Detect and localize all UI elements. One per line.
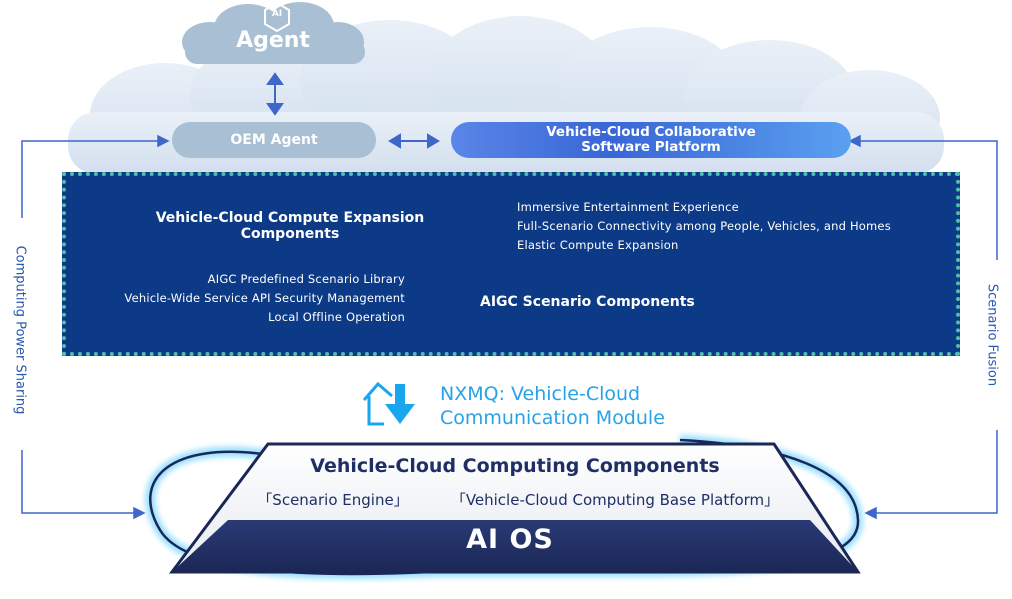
right-side-text: Scenario Fusion	[984, 283, 1000, 387]
nxmq-icon	[362, 381, 393, 426]
left-side-text: Computing Power Sharing	[12, 245, 28, 415]
computing-power-sharing-label: Computing Power Sharing	[6, 230, 34, 430]
aigc-feature-item: Vehicle-Wide Service API Security Manage…	[124, 291, 405, 305]
aigc-feature-item: AIGC Predefined Scenario Library	[207, 272, 405, 286]
right-connector	[848, 134, 998, 520]
oem-platform-arrow	[388, 133, 440, 149]
aigc-features-list: AIGC Predefined Scenario Library Vehicle…	[70, 270, 405, 327]
ai-os-label: AI OS	[466, 524, 554, 555]
oem-agent-node: OEM Agent	[172, 122, 376, 158]
agent-cloud	[182, 2, 365, 64]
compute-feature-item: Elastic Compute Expansion	[517, 238, 679, 252]
aigc-components-label: AIGC Scenario Components	[450, 283, 920, 320]
components-panel	[62, 172, 960, 356]
compute-label-line1: Vehicle-Cloud Compute Expansion	[155, 209, 425, 226]
ai-badge-text: AI	[271, 9, 283, 19]
compute-feature-item: Full-Scenario Connectivity among People,…	[517, 219, 891, 233]
scenario-fusion-label: Scenario Fusion	[978, 270, 1006, 400]
vehicle-cloud-platform-node: Vehicle-Cloud Collaborative Software Pla…	[451, 122, 851, 158]
nxmq-line1: NXMQ: Vehicle-Cloud	[440, 383, 641, 405]
left-connector	[21, 134, 170, 520]
agent-oem-arrow	[266, 72, 284, 116]
platform-label-line2: Software Platform	[581, 139, 721, 155]
scenario-engine-label: 「Scenario Engine」	[257, 491, 409, 509]
aigc-feature-item: Local Offline Operation	[268, 310, 405, 324]
compute-features-list: Immersive Entertainment Experience Full-…	[517, 198, 957, 255]
computing-components-title: Vehicle-Cloud Computing Components	[310, 455, 720, 477]
agent-label: Agent	[236, 28, 310, 53]
compute-label-line2: Components	[240, 225, 340, 242]
platform-label-line1: Vehicle-Cloud Collaborative	[546, 124, 756, 140]
nxmq-label: NXMQ: Vehicle-Cloud Communication Module	[440, 382, 740, 430]
oem-agent-label: OEM Agent	[230, 132, 318, 148]
os-platform	[169, 442, 861, 574]
nxmq-down-arrow	[385, 384, 415, 424]
aigc-label-text: AIGC Scenario Components	[480, 293, 695, 310]
base-platform-label: 「Vehicle-Cloud Computing Base Platform」	[450, 491, 780, 509]
compute-feature-item: Immersive Entertainment Experience	[517, 200, 739, 214]
compute-expansion-label: Vehicle-Cloud Compute Expansion Componen…	[105, 207, 475, 244]
ai-badge-icon	[264, 1, 290, 33]
nxmq-line2: Communication Module	[440, 407, 665, 429]
